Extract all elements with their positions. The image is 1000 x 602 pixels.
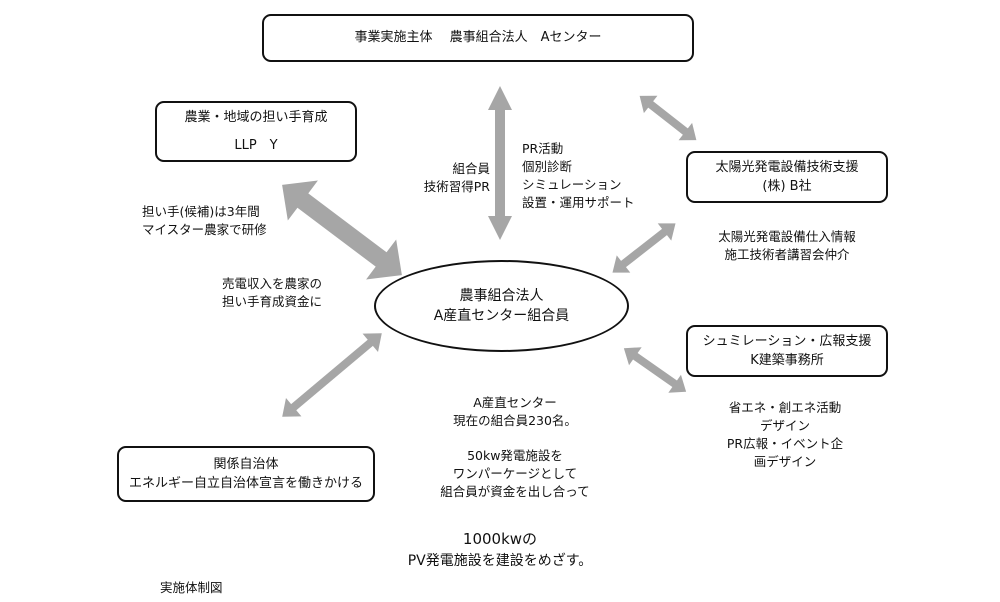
solar-support-box: 太陽光発電設備技術支援 (株) B社 [686,151,888,203]
cooperative-members-ellipse: 農事組合法人 A産直センター組合員 [374,260,629,352]
goal-text: PV発電施設を建設をめざす。 [407,553,593,570]
note-solar-info: 太陽光発電設備仕入情報 施工技術者講習会仲介 [718,229,856,263]
arrow-top-right [639,95,697,141]
implementing-body-box: 事業実施主体 農事組合法人 Aセンター [262,14,694,62]
implementing-body-label: 事業実施主体 農事組合法人 Aセンター [354,30,602,46]
note-sales-income: 売電収入を農家の 担い手育成資金に [222,276,323,310]
goal-statement: 1000kwの PV発電施設を建設をめざす。 [380,528,620,573]
municipality-title: 関係自治体 [213,456,279,472]
simulation-support-office: K建築事務所 [750,353,824,368]
simulation-support-title: シュミレーション・広報支援 [702,333,872,349]
arrow-solar-center [612,223,676,273]
arrow-llp-center [282,180,402,280]
note-design: 省エネ・創エネ活動 デザイン PR広報・イベント企 画デザイン [726,400,844,470]
note-successor-training: 担い手(候補)は3年間 マイスター農家で研修 [142,204,267,238]
cooperative-members: A産直センター組合員 [433,308,570,324]
solar-support-company: (株) B社 [762,179,812,194]
municipality-action: エネルギー自立自治体宣言を働きかける [128,476,363,491]
goal-capacity: 1000kwの [462,530,538,548]
arrow-gov-center [282,333,382,417]
arrow-sim-center [623,347,687,393]
note-pr-activities: PR活動 個別診断 シミュレーション 設置・運用サポート [522,141,635,211]
llp-box: 農業・地域の担い手育成 LLP Y [155,101,357,162]
municipality-box: 関係自治体 エネルギー自立自治体宣言を働きかける [117,446,375,502]
llp-title: 農業・地域の担い手育成 [184,110,328,125]
simulation-support-box: シュミレーション・広報支援 K建築事務所 [686,325,888,377]
solar-support-title: 太陽光発電設備技術支援 [715,159,859,175]
arrow-top-center [488,86,512,240]
note-members-training: 組合員 技術習得PR [423,161,490,195]
note-center-members: A産直センター 現在の組合員230名。 [453,395,577,429]
figure-caption: 実施体制図 [160,580,223,595]
cooperative-name: 農事組合法人 [459,287,544,304]
note-package: 50kw発電施設を ワンパーケージとして 組合員が資金を出し合って [440,448,590,500]
llp-name: LLP Y [234,137,278,153]
